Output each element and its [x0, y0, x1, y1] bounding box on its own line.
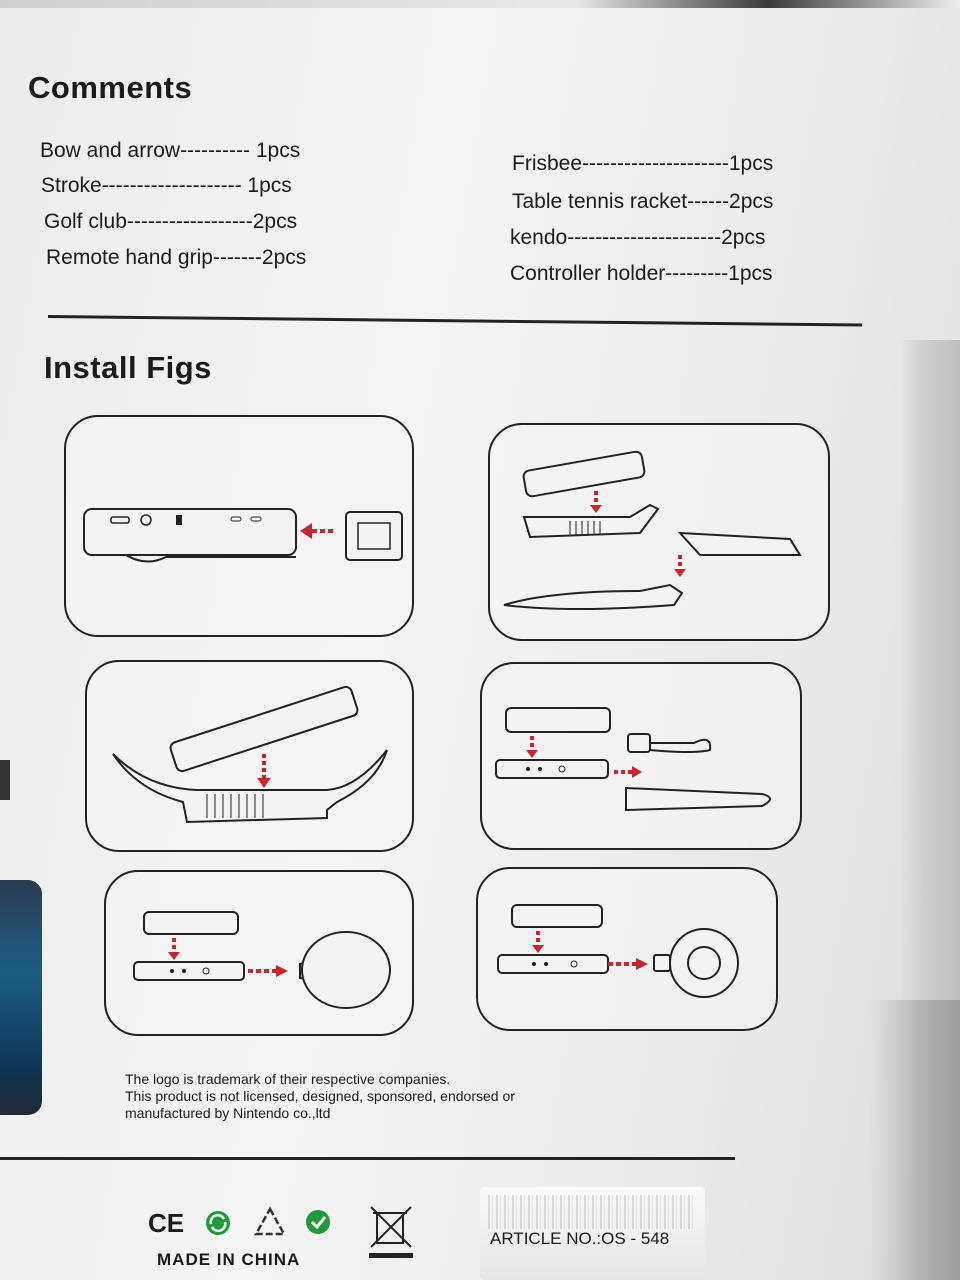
comment-item: Remote hand grip-------2pcs	[46, 246, 307, 269]
install-fig-2	[488, 423, 830, 641]
box-shadow	[870, 1000, 960, 1280]
install-fig-3	[85, 660, 414, 852]
remote-attachment-illustration	[83, 508, 403, 563]
check-green-icon	[306, 1210, 330, 1234]
frisbee-illustration	[497, 904, 739, 998]
comment-item: Controller holder---------1pcs	[510, 262, 773, 285]
comment-item: kendo----------------------2pcs	[510, 226, 766, 249]
top-edge	[0, 0, 960, 8]
install-fig-5	[104, 870, 414, 1036]
left-edge-mark	[0, 760, 10, 800]
install-fig-1	[64, 415, 414, 637]
bow-illustration	[112, 685, 388, 824]
comment-item: Table tennis racket------2pcs	[512, 190, 774, 213]
comment-item: Frisbee---------------------1pcs	[512, 152, 774, 175]
article-number: ARTICLE NO.:OS - 548	[490, 1229, 670, 1248]
barcode	[488, 1195, 693, 1229]
comments-heading: Comments	[28, 70, 193, 105]
comment-item: Stroke-------------------- 1pcs	[41, 174, 292, 197]
made-in-label: MADE IN CHINA	[157, 1250, 301, 1269]
article-sticker: ARTICLE NO.:OS - 548	[480, 1187, 705, 1280]
ce-mark: CE	[148, 1208, 185, 1238]
weee-bin-icon	[369, 1206, 413, 1258]
golf-club-illustration	[503, 450, 802, 610]
legal-line: This product is not licensed, designed, …	[125, 1088, 515, 1104]
install-fig-4	[480, 662, 802, 850]
install-heading: Install Figs	[44, 350, 212, 385]
comment-item: Bow and arrow---------- 1pcs	[40, 139, 301, 162]
racket-illustration	[133, 911, 391, 1009]
footer-divider	[0, 1157, 735, 1160]
side-photo-fragment	[0, 880, 42, 1115]
legal-line: The logo is trademark of their respectiv…	[125, 1071, 451, 1087]
comment-item: Golf club------------------2pcs	[44, 210, 298, 233]
recycle-green-icon	[206, 1211, 230, 1235]
kendo-illustration	[495, 707, 771, 812]
install-fig-6	[476, 867, 778, 1031]
legal-line: manufactured by Nintendo co.,ltd	[125, 1105, 331, 1121]
legal-disclaimer: The logo is trademark of their respectiv…	[125, 1071, 745, 1122]
recycle-symbol-icon	[253, 1206, 287, 1236]
